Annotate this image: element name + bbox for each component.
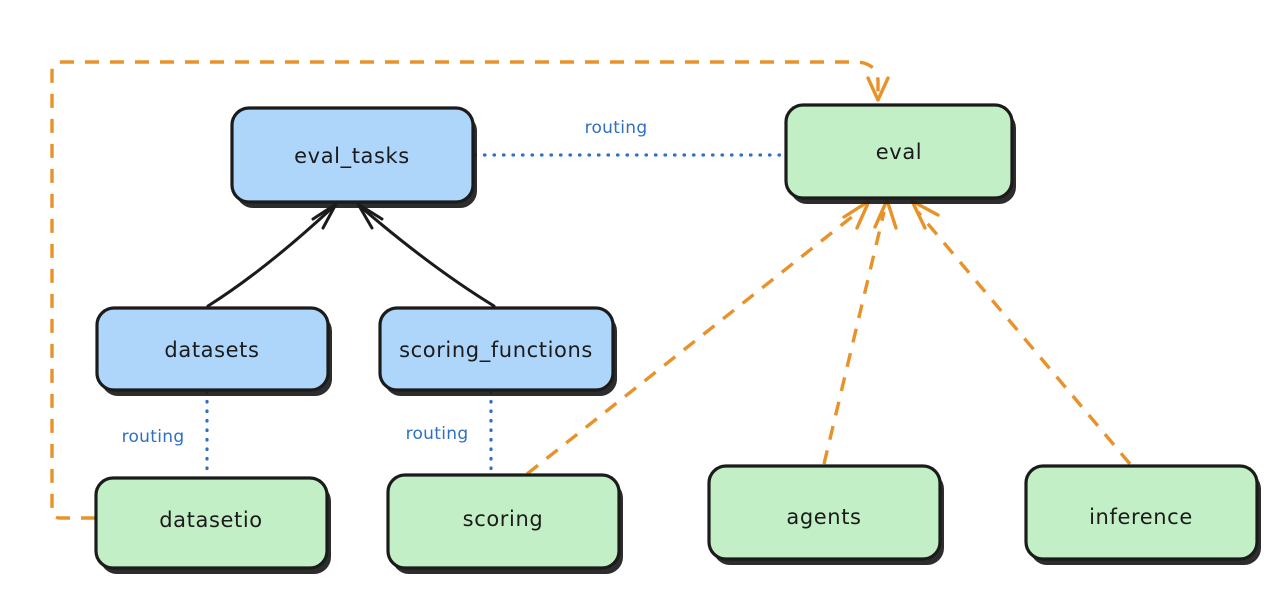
node-scoring-body[interactable]: [386, 473, 621, 570]
node-scoring-functions-body[interactable]: [378, 306, 615, 392]
edge-layer: [50, 60, 1132, 520]
edge-scoring-functions-to-eval-tasks: [356, 202, 496, 308]
edge-label-layer: routing routing routing: [122, 118, 648, 447]
edge-agents-to-eval: [822, 198, 898, 465]
node-datasetio-label: datasetio: [159, 508, 262, 532]
node-eval-tasks[interactable]: eval_tasks: [230, 106, 477, 208]
node-inference[interactable]: inference: [1024, 464, 1261, 565]
node-scoring-functions[interactable]: scoring_functions: [378, 306, 617, 396]
node-agents-body[interactable]: [707, 464, 942, 561]
node-agents-label: agents: [786, 505, 861, 529]
node-eval[interactable]: eval: [784, 103, 1016, 204]
node-datasets[interactable]: datasets: [95, 306, 332, 396]
node-datasets-body[interactable]: [95, 306, 330, 392]
node-datasetio[interactable]: datasetio: [94, 476, 331, 574]
node-eval-tasks-body[interactable]: [230, 106, 475, 204]
node-scoring-label: scoring: [463, 507, 544, 531]
edge-label-routing-scoring-functions: routing: [406, 424, 469, 444]
node-inference-body[interactable]: [1024, 464, 1259, 561]
edge-label-routing-eval-tasks: routing: [585, 118, 648, 138]
node-eval-label: eval: [876, 140, 922, 164]
node-eval-tasks-label: eval_tasks: [294, 144, 410, 169]
node-scoring[interactable]: scoring: [386, 473, 623, 574]
edge-datasets-to-eval-tasks: [206, 202, 338, 308]
edge-label-routing-datasets: routing: [122, 427, 185, 447]
node-datasetio-body[interactable]: [94, 476, 329, 570]
node-agents[interactable]: agents: [707, 464, 944, 565]
node-scoring-functions-label: scoring_functions: [399, 338, 593, 363]
edge-datasetio-to-eval: [50, 60, 890, 520]
node-eval-body[interactable]: [784, 103, 1014, 200]
node-datasets-label: datasets: [164, 338, 259, 362]
edge-inference-to-eval: [910, 199, 1132, 466]
node-layer: eval_tasks eval datasets scoring_functio…: [94, 103, 1261, 574]
node-inference-label: inference: [1089, 505, 1193, 529]
